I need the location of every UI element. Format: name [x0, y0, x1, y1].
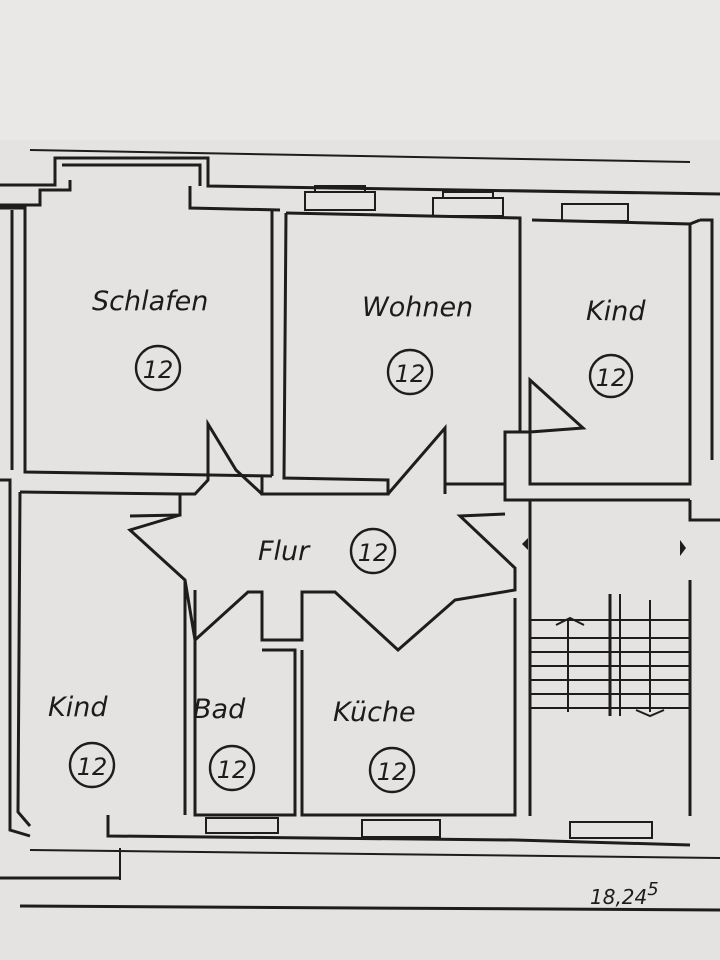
room-label-schlafen: Schlafen	[92, 286, 208, 317]
room-number-circle-kind-bottom	[68, 741, 116, 789]
window-bottom-stair	[569, 821, 653, 839]
room-number-schlafen: 12	[143, 356, 174, 384]
room-label-kueche: Küche	[333, 697, 416, 728]
room-label-kind-top: Kind	[586, 296, 646, 327]
left-walls	[0, 206, 273, 838]
dimension-value: 18,245	[590, 879, 659, 909]
window-bottom-kueche	[361, 819, 441, 838]
right-walls	[503, 218, 720, 816]
dimension-main: 18,24	[590, 885, 647, 909]
room-number-bad: 12	[217, 756, 248, 784]
room-number-kind-top: 12	[596, 364, 627, 392]
room-number-circle-bad	[208, 744, 256, 792]
door-marker-right	[680, 540, 686, 556]
room-number-circle-kind-top	[588, 353, 634, 399]
door-marker-left	[522, 538, 528, 550]
window-bottom-bad	[205, 817, 279, 834]
room-number-circle-kueche	[368, 746, 416, 794]
dimension-lines	[0, 848, 720, 912]
room-number-circle-flur	[349, 527, 397, 575]
room-number-wohnen: 12	[395, 360, 426, 388]
bottom-walls	[106, 580, 691, 847]
flur-outline	[127, 418, 517, 653]
outer-wall-top	[0, 149, 720, 212]
room-label-flur: Flur	[258, 536, 311, 567]
window-top-wohnen-1	[304, 185, 376, 211]
room-label-bad: Bad	[193, 694, 246, 725]
room-number-flur: 12	[358, 539, 389, 567]
staircase	[530, 580, 692, 816]
dimension-superscript: 5	[647, 879, 658, 900]
room-label-wohnen: Wohnen	[362, 292, 473, 323]
room-number-circle-wohnen	[386, 348, 434, 396]
room-number-circle-schlafen	[134, 344, 182, 392]
room-label-kind-bottom: Kind	[48, 692, 108, 723]
room-number-kind-bottom: 12	[77, 753, 108, 781]
wall-schlafen-wohnen	[260, 210, 390, 496]
room-number-kueche: 12	[377, 758, 408, 786]
